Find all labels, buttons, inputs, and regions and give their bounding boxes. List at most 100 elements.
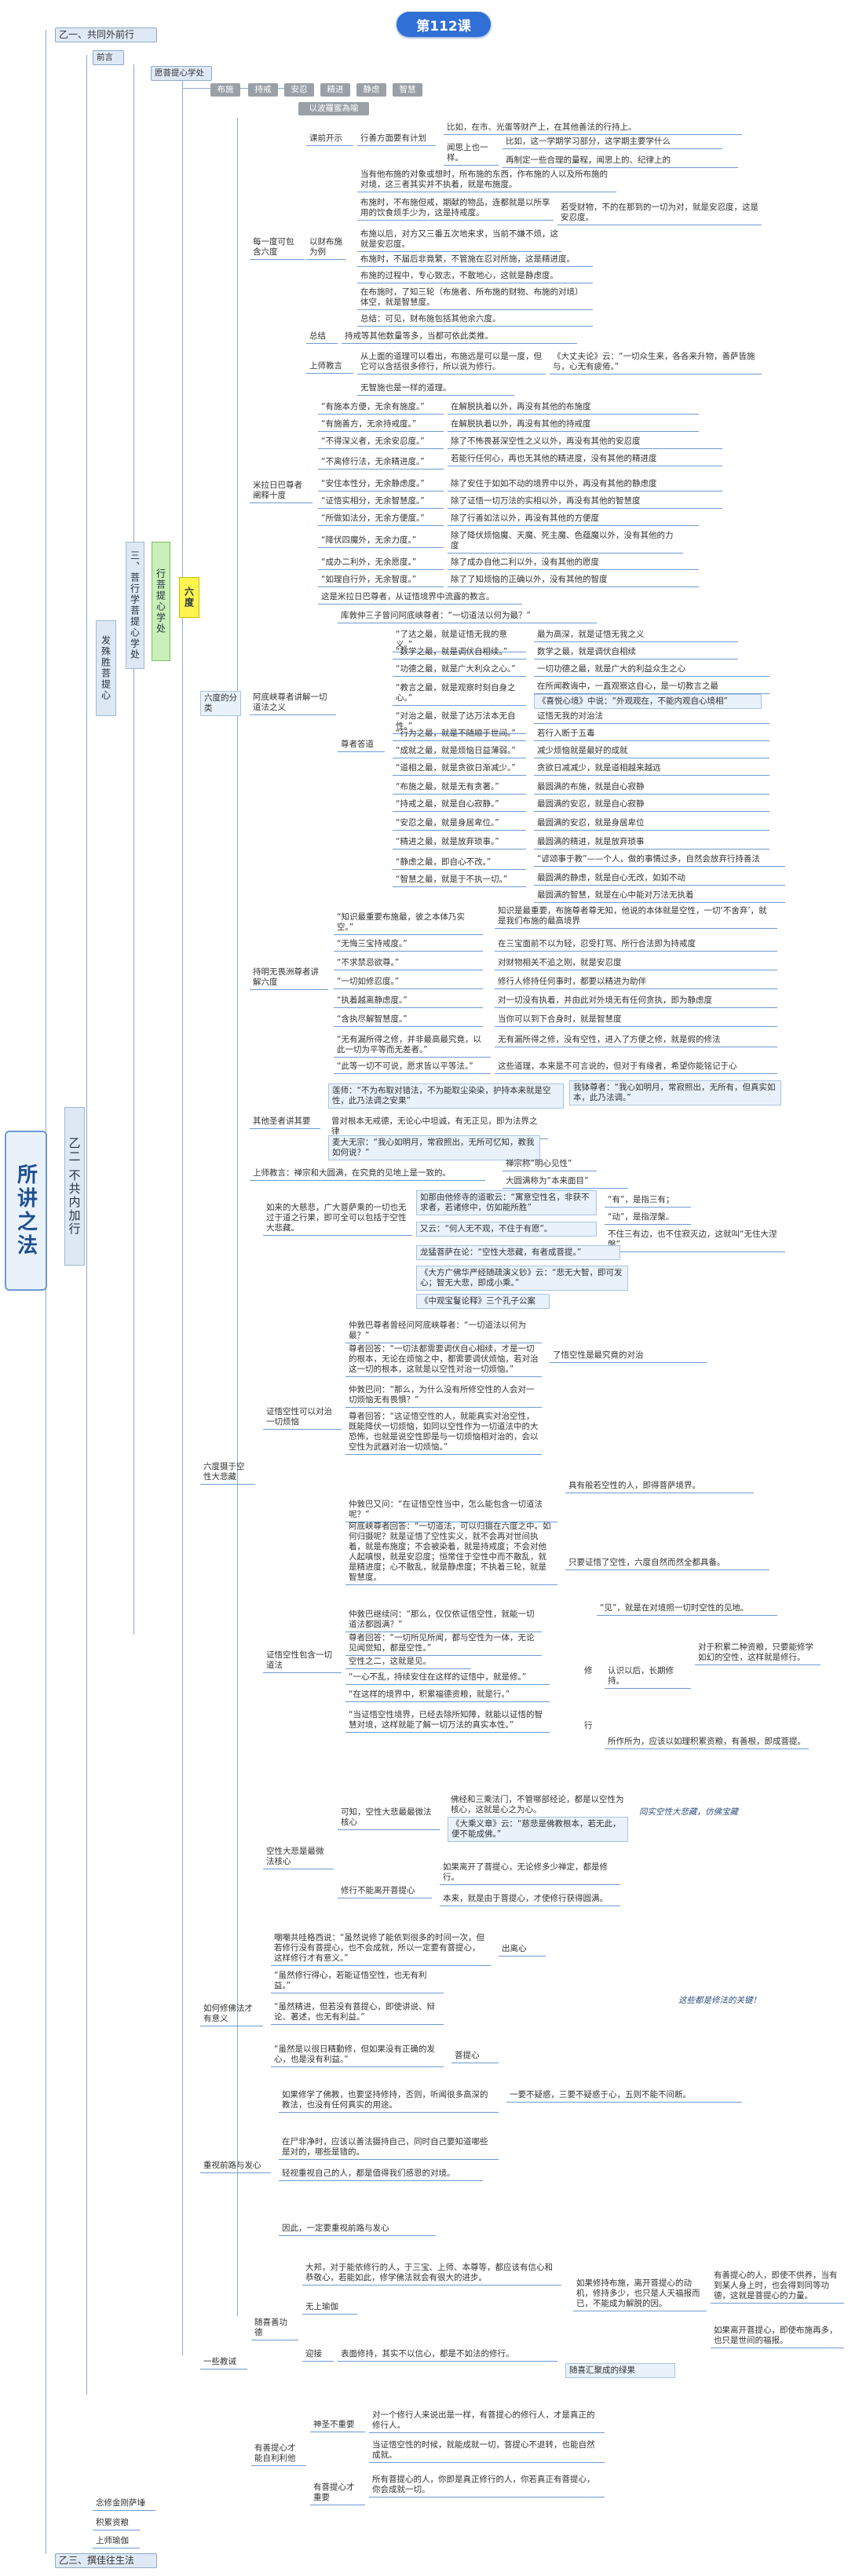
u5: 所有菩提心的人，你即是真正修行的人，你若真正有菩提心，你会成就一切。 xyxy=(369,2473,605,2497)
n7: “当证悟空性境界，已经去除所知障，就能以证悟的智慧对境，这样就能了解一切万法的真… xyxy=(345,1708,550,1733)
end3: 上师瑜伽 xyxy=(93,2534,140,2549)
n2: 尊者回答：“一切所见所闻，都与空性为一体，无论见闻觉知，都是空性。” xyxy=(345,1631,542,1656)
branch-liudu: 六度 xyxy=(179,577,199,618)
q2: 修行不能离开菩提心 xyxy=(338,1884,432,1898)
connector xyxy=(237,118,238,2316)
r2: “虽然修行得心，若能证悟空性，也无有利益。” xyxy=(271,1969,444,1993)
connector xyxy=(133,64,134,1635)
s3-note: 在尸非净时，应该以善法摄持自己，同时自己要知道哪些是对的，哪些是错的。 xyxy=(279,2136,499,2160)
connector xyxy=(182,79,183,2355)
r4: “虽然是以很日精勤修，但如果没有正确的发心，也是没有利益。” xyxy=(271,2043,444,2067)
e2: “有施善方，无余持戒度。” xyxy=(318,418,444,432)
o4: 所作所为，应该以如理积累资粮，有善根，即成菩提。 xyxy=(605,1735,809,1749)
k2: 我钵尊者：“我心如明月，常寂照出，无所有，但真实如本，此乃法调。” xyxy=(569,1080,781,1105)
f5: 除了安住于如如不动的境界中以外，再没有其他的静虑度 xyxy=(448,477,722,491)
v2: 有善提心的人，即使不供养，当有到某人身上时，也会得到同等功德，这就是菩提心的力量… xyxy=(711,2269,844,2304)
j8: 这些道理，本来是不可言说的，但对于有缘者，希望你能铭记于心 xyxy=(495,1060,777,1074)
p2: 佛经和三乘法门，不管哪部经论，都是以空性为核心，这就是心之为心。 xyxy=(448,1793,628,1818)
i6: “含执尽解智慧度。” xyxy=(334,1013,483,1027)
e1: “有施本方便，无余有施度。” xyxy=(318,400,444,415)
h2: 数学之最，就是调伏自相续 xyxy=(534,645,738,660)
h14: “谚颂事于教”——个人，做的事情过多，自然会放弃行持善法 xyxy=(534,853,785,867)
v1: 如果修持布施，离开菩提心的动机，修持多少，也只是人天福报而已，不能成为解脱的因。 xyxy=(573,2277,707,2311)
e3: “不得深义者，无余安忍度。” xyxy=(318,435,444,449)
section-yi-yi: 乙一、共同外前行 xyxy=(55,27,157,42)
l4: “动”，是指涅槃。 xyxy=(605,1211,691,1225)
f3: 除了不怖畏甚深空性之义以外，再没有其他的安忍度 xyxy=(448,435,722,449)
s4-note: 轻视重视自己的人，都是值得我们感恩的对境。 xyxy=(279,2167,483,2181)
t5: 随喜汇聚成的绿果 xyxy=(565,2363,675,2378)
t4: 表面修持，其实不以信心，都是不如法的修行。 xyxy=(338,2348,557,2362)
f4: 若能行任何心，再也无其他的精进度，没有其他的精进度 xyxy=(448,452,722,466)
e4: “不离修行法，无余精进度。” xyxy=(318,455,444,470)
tag-jingjin: 精进 xyxy=(320,83,350,97)
end1: 念修金刚萨埵 xyxy=(93,2497,155,2511)
a3: 比如，这一学期学习部分，这学期主要学什么 xyxy=(503,135,722,149)
e10: “如理自行外，无余智度。” xyxy=(318,573,444,587)
t1: 大邦，对于能依修行的人，于三宝、上师、本尊等，都应该有信心和恭敬心，若能如此，修… xyxy=(302,2261,561,2286)
g11: “持戒之最，就是自心寂静。” xyxy=(393,798,526,812)
s4: 六度摄于空性大悲藏 xyxy=(200,1460,255,1485)
k6: 禅宗称“明心见性” xyxy=(503,1157,597,1171)
j5: 对一切没有执着，并由此对外境无有任何贪执，即为静虑度 xyxy=(495,994,777,1008)
u1: 神圣不重要 xyxy=(310,2418,365,2432)
s4d: 空性大悲是最微法核心 xyxy=(263,1845,334,1869)
g10: “布施之最，就是无有贪著。” xyxy=(393,780,526,795)
e9: “成办二利外，无余愿度。” xyxy=(318,556,444,570)
m4: 尊者回答：“这证悟空性的人，就能真实对治空性，既能降伏一切烦恼，如同以空性作为一… xyxy=(345,1410,542,1455)
f8: 除了降伏烦恼魔、天魔、死主魔、色蕴魔以外，没有其他的力度 xyxy=(448,529,683,554)
g9: “道相之最，就是贪欲日渐减少。” xyxy=(393,762,526,776)
section-yi-san: 乙三、撰佳往生法 xyxy=(55,2553,157,2568)
q3: 本来，就是由于菩提心，才使修行获得圆满。 xyxy=(440,1892,620,1906)
g13: “精进之最，就是放弃琐事。” xyxy=(393,835,526,850)
end2: 积累资粮 xyxy=(93,2516,140,2530)
m7: 仲敦巴又问：“在证悟空性当中，怎么能包含一切道法呢？” xyxy=(345,1498,557,1522)
s2-note: 一要不疑惑，三要不疑惑于心，五则不能不间断。 xyxy=(506,2088,742,2103)
s4c: 证悟空性包含一切道法 xyxy=(263,1649,342,1673)
e5: “安住本性分，无余静虑度。” xyxy=(318,477,444,491)
tag-sub: 以波羅蜜為喻 xyxy=(298,102,369,115)
m9: 只要证悟了空性，六度自然而然全都具备。 xyxy=(565,1556,769,1570)
h1: 最为高深，就是证悟无我之义 xyxy=(534,628,738,642)
s2: 米拉日巴尊者阐释十度 xyxy=(250,479,313,503)
r3: “虽然精进，但若没有菩提心，即使讲说、辩论、著述，也无有利益。” xyxy=(271,2001,444,2025)
u4: 当证悟空性的时候，就能成就一切，菩提心不退转，也能自然成就。 xyxy=(369,2439,605,2463)
f7: 除了行善如法以外，再没有其他的方便度 xyxy=(448,512,699,526)
i5: “执着越离静虑度。” xyxy=(334,994,483,1008)
i2: “无悔三宝持戒度。” xyxy=(334,937,483,952)
branch-xing-pusa: 行菩提心学处 xyxy=(152,542,170,661)
b2: 布施时，不布施但戒，期献的物品，连都就是以所享用的饮食烦手少为，这是持戒度。 xyxy=(357,196,554,221)
s1-note: 如果修学了佛教，也要坚持修持，否则，听闻很多高深的教法，也没有任何真实的用途。 xyxy=(279,2088,499,2113)
k1: 莲师：“不为布取对错法，不为能取尘染染，护持本来就是空性，此乃法调之安果” xyxy=(328,1083,564,1109)
d1: 从上面的道理可以看出，布施远是可以是一度，但它可以含括很多修行，所以说为修行。 xyxy=(357,350,546,375)
e6: “证悟实相分，无余智慧度。” xyxy=(318,495,444,509)
h8: 减少烦恼就是最好的成就 xyxy=(534,744,769,758)
n1: 仲敦巴继续问：“那么，仅仅依证悟空性，就能一切道法都圆满？” xyxy=(345,1608,542,1632)
c1: 持戒等其他数量等多，当都可依此类推。 xyxy=(342,330,577,344)
o5: 对于积累二种资粮，只要能修学如幻的空性，这样就是修行。 xyxy=(695,1641,821,1665)
f2: 在解脱执着以外，再没有其他的持戒度 xyxy=(448,418,699,432)
h13: 最圆满的精进，就是放弃琐事 xyxy=(534,835,769,850)
tag-anren: 安忍 xyxy=(284,83,314,97)
o1: 修 xyxy=(584,1666,593,1675)
b3: 若受财物，不的在那到的一切为对，就是安忍度，这是安忍度。 xyxy=(557,201,762,225)
l3: “有”，是指三有； xyxy=(605,1193,691,1208)
p3: 《大乘义章》云：“慈悲是佛教根本，若无此，便不能成佛。” xyxy=(448,1817,628,1842)
b6: 布施的过程中，专心致志，不散地心，这就是静虑度。 xyxy=(357,269,593,283)
h12: 最圆满的安忍，就是身居卑位 xyxy=(534,817,769,831)
b5: 布施时，不届后非竟繁，不管施在忍对所施，这是精进度。 xyxy=(357,253,593,267)
r1: 嘲嘲共哇格西说：“虽然说修了能依到很多的时间一次，但若修行没有菩提心，也不会成就… xyxy=(271,1931,491,1966)
r6: 菩提心 xyxy=(451,2049,499,2063)
h15: 最圆满的静虑，就是自心无改，如如不动 xyxy=(534,871,785,886)
v3: 如果离开菩提心，即使布施再多，也只是世间的福报。 xyxy=(711,2324,844,2348)
n5: “一心不乱，持续安住在这样的证悟中，就是修。” xyxy=(345,1671,550,1685)
i7: “无有漏所得之修，并非最高最究竟，以此一切为平等而无差者。” xyxy=(334,1033,491,1058)
b7: 在布施时，了知三轮（布施者、所布施的财物、布施的对境）体空，就是智慧度。 xyxy=(357,286,593,310)
b4: 布施以后，对方又三番五次地来求，当前不嫌不烦，这就是安忍度。 xyxy=(357,228,561,252)
h10: 最圆满的布施，就是自心寂静 xyxy=(534,780,769,795)
s7: 一些教诫 xyxy=(200,2355,247,2370)
a1: 比如，在市、光蛋等财产上，在其他善法的行持上。 xyxy=(444,121,742,135)
g5: “教言之最，就是观察时刻自身之心。” xyxy=(393,681,526,706)
e8: “降伏四魔外，无余力度。” xyxy=(318,534,444,548)
